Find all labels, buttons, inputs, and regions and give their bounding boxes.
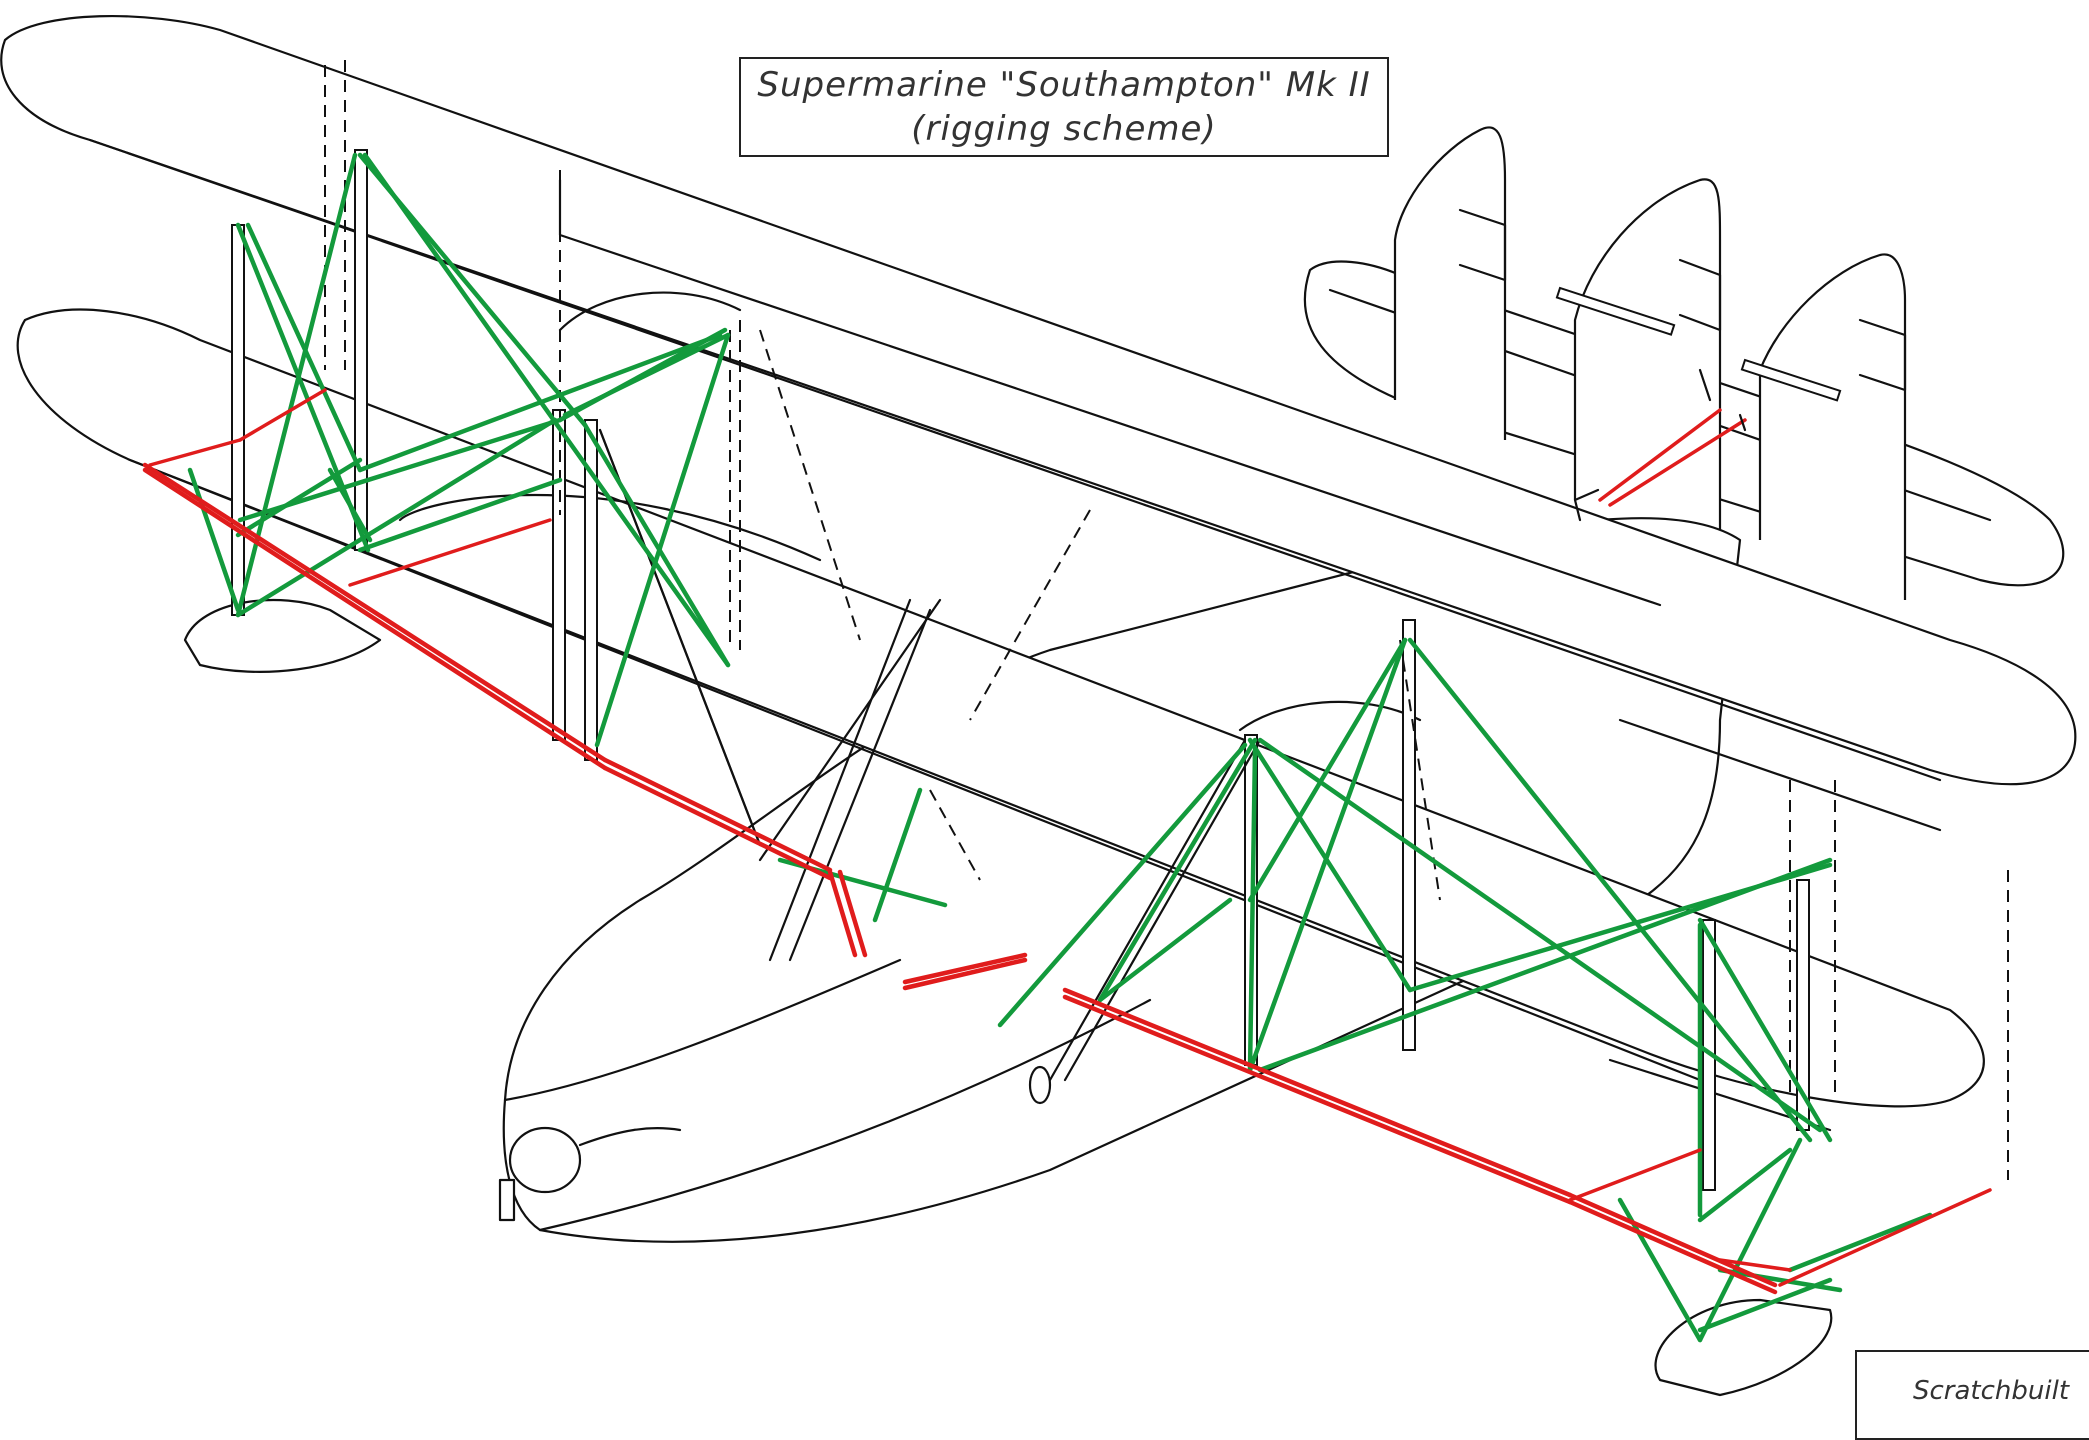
hidden-struts — [324, 60, 2009, 1180]
control-horns — [1028, 368, 1747, 1105]
wing-floats — [183, 598, 1833, 1397]
hull — [498, 517, 1742, 1243]
lower-wing — [16, 308, 1985, 1108]
rigging-wires — [187, 152, 1933, 1343]
engine-nacelles — [558, 291, 1422, 732]
title-line-1: Supermarine "Southampton" Mk II — [757, 65, 1371, 105]
interplane-struts — [231, 149, 1810, 1191]
scratchbuilt-note: Scratchbuilt — [1855, 1350, 2089, 1440]
title-line-2: (rigging scheme) — [911, 109, 1217, 149]
tail-unit — [1303, 126, 2065, 600]
control-cables — [142, 388, 1992, 1295]
title-box: Supermarine "Southampton" Mk II (rigging… — [739, 57, 1389, 157]
